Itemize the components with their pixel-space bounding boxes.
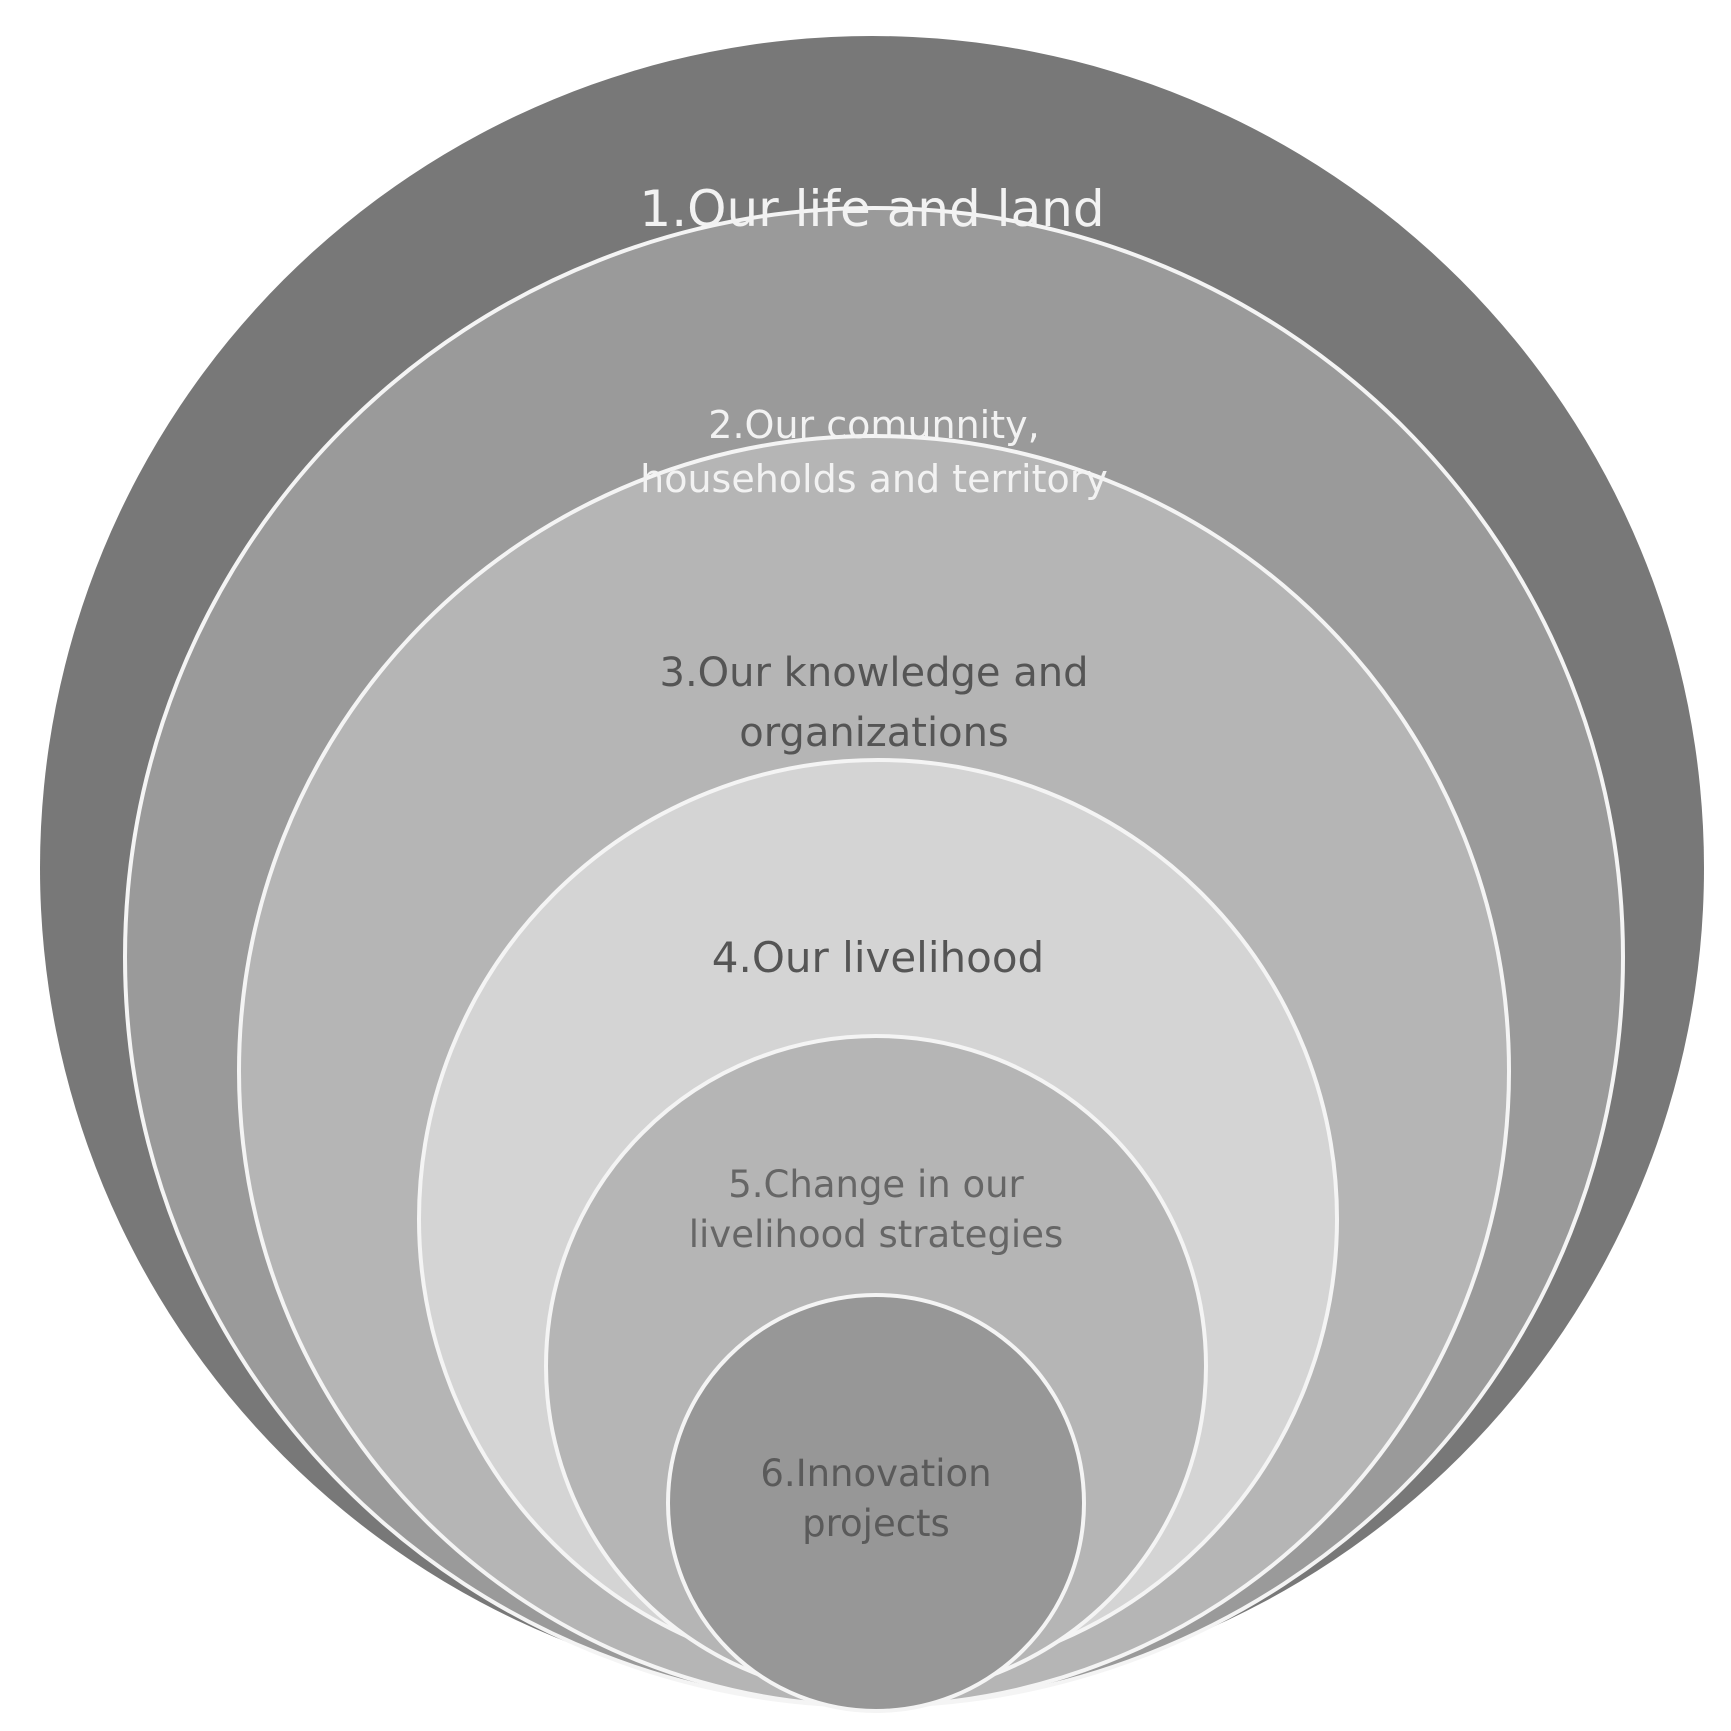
layer-label-6-line-1: 6.Innovation <box>760 1452 991 1495</box>
layer-label-6: 6.Innovation projects <box>760 1452 991 1545</box>
layer-label-4-line-1: 4.Our livelihood <box>712 933 1044 982</box>
layer-label-2: 2.Our comunnity, households and territory <box>640 403 1108 501</box>
layer-label-3-line-1: 3.Our knowledge and <box>660 650 1089 696</box>
layer-label-4: 4.Our livelihood <box>712 933 1044 982</box>
layer-label-3-line-2: organizations <box>739 710 1009 756</box>
layer-label-2-line-1: 2.Our comunnity, <box>708 403 1039 447</box>
layer-label-6-line-2: projects <box>802 1502 950 1545</box>
layer-label-5-line-1: 5.Change in our <box>728 1163 1024 1206</box>
layer-label-2-line-2: households and territory <box>640 457 1108 501</box>
layer-label-3: 3.Our knowledge and organizations <box>660 650 1089 756</box>
layer-label-5: 5.Change in our livelihood strategies <box>689 1163 1064 1256</box>
circle-labels: 1.Our life and land 2.Our comunnity, house… <box>639 180 1107 1545</box>
layer-label-1-line-1: 1.Our life and land <box>639 180 1104 238</box>
circle-layer-6 <box>666 1293 1086 1713</box>
layer-label-1: 1.Our life and land <box>639 180 1104 238</box>
circle-layers <box>40 36 1704 1713</box>
layer-label-5-line-2: livelihood strategies <box>689 1213 1064 1256</box>
